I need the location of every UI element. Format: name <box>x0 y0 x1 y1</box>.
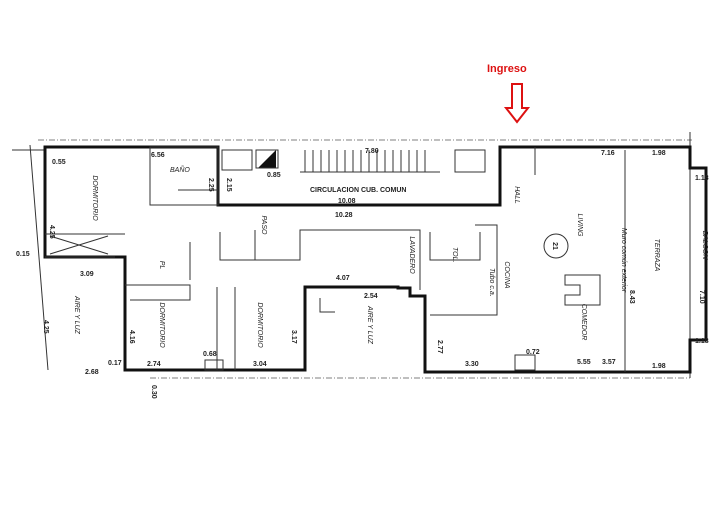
dimension-c2: 0.72 <box>526 349 540 356</box>
dimension-d1: 4.25 <box>48 225 55 239</box>
muro-label: Muro común exterior <box>620 228 627 293</box>
room-aire-luz-1: AIRE Y LUZ <box>73 295 80 335</box>
dim-circ-total: 10.28 <box>335 212 353 219</box>
dimension-wall-2: 0.30 <box>150 385 157 399</box>
dimension-hall-h: 2.15 <box>225 178 232 192</box>
room-terraza: TERRAZA <box>653 239 660 272</box>
dimension-muro-h: 8.43 <box>628 290 635 304</box>
room-balcon: BALCON <box>701 231 708 261</box>
room-hall: HALL <box>513 186 520 204</box>
dimension-terr-w: 1.98 <box>652 150 666 157</box>
tubo-label: Tubo c.a. <box>488 268 495 297</box>
room-cocina: COCINA <box>503 261 510 289</box>
entry-arrow-icon <box>503 83 531 124</box>
room-dormitorio-2: DORMITORIO <box>158 302 165 348</box>
dimension-closet: 0.68 <box>203 351 217 358</box>
dimension-stair-l: 7.80 <box>365 148 379 155</box>
dimension-balcon-w2: 1.18 <box>695 338 709 345</box>
dimension-patio: 3.09 <box>80 271 94 278</box>
room-bano: BAÑO <box>170 165 190 174</box>
dimension-balcon-h: 7.10 <box>698 290 705 304</box>
dimension-cocina-h: 2.77 <box>436 340 443 354</box>
dimension-lav-w: 4.07 <box>336 275 350 282</box>
dimension-wall-3: 0.17 <box>108 360 122 367</box>
unit-number: 21 <box>551 242 558 250</box>
dim-circ-length: 10.08 <box>338 198 356 205</box>
dimension-aire1-w: 2.68 <box>85 369 99 376</box>
entry-label: Ingreso <box>487 63 527 75</box>
dimension-aire1-h: 4.25 <box>42 320 49 334</box>
room-lavadero: LAVADERO <box>408 236 415 274</box>
room-comedor: COMEDOR <box>580 304 587 341</box>
dimension-balcon-w: 1.18 <box>695 175 709 182</box>
outer-dimension-lines <box>12 132 692 379</box>
dimension-living-w: 7.16 <box>601 150 615 157</box>
dimension-dorm2-h: 4.16 <box>128 330 135 344</box>
room-living: LIVING <box>576 214 583 238</box>
dimension-bano-h: 2.25 <box>207 178 214 192</box>
dimension-cocina-w: 3.30 <box>465 361 479 368</box>
room-placard: PL <box>158 261 165 270</box>
dimension-terr-w2: 1.98 <box>652 363 666 370</box>
dimension-stair-w: 0.85 <box>267 172 281 179</box>
dimension-dorm3-h: 3.17 <box>290 330 297 344</box>
unit-number-circle <box>543 233 569 259</box>
dimension-dorm2-w: 2.74 <box>147 361 161 368</box>
dimension-comedor-w: 5.55 <box>577 359 591 366</box>
dimension-d1b: 0.55 <box>52 159 66 166</box>
room-labels: DORMITORIO BAÑO CIRCULACION CUB. COMUN 1… <box>73 165 708 348</box>
walls <box>43 145 708 374</box>
room-paso: PASO <box>260 216 267 235</box>
dimension-wall-1: 0.15 <box>16 251 30 258</box>
dimension-dorm3-w: 3.04 <box>253 361 267 368</box>
dimension-comedor-w2: 3.57 <box>602 359 616 366</box>
room-dormitorio-3: DORMITORIO <box>256 302 263 348</box>
room-dormitorio-1: DORMITORIO <box>91 175 98 221</box>
room-aire-luz-2: AIRE Y LUZ <box>366 305 373 345</box>
dimension-bano-w: 6.56 <box>151 152 165 159</box>
dimension-labels: 4.25 0.55 6.56 2.25 2.15 0.85 7.80 7.16 … <box>16 148 709 399</box>
room-tol: TOL. <box>451 247 458 262</box>
dimension-aire-w: 2.54 <box>364 293 378 300</box>
room-circulacion: CIRCULACION CUB. COMUN <box>310 187 406 194</box>
